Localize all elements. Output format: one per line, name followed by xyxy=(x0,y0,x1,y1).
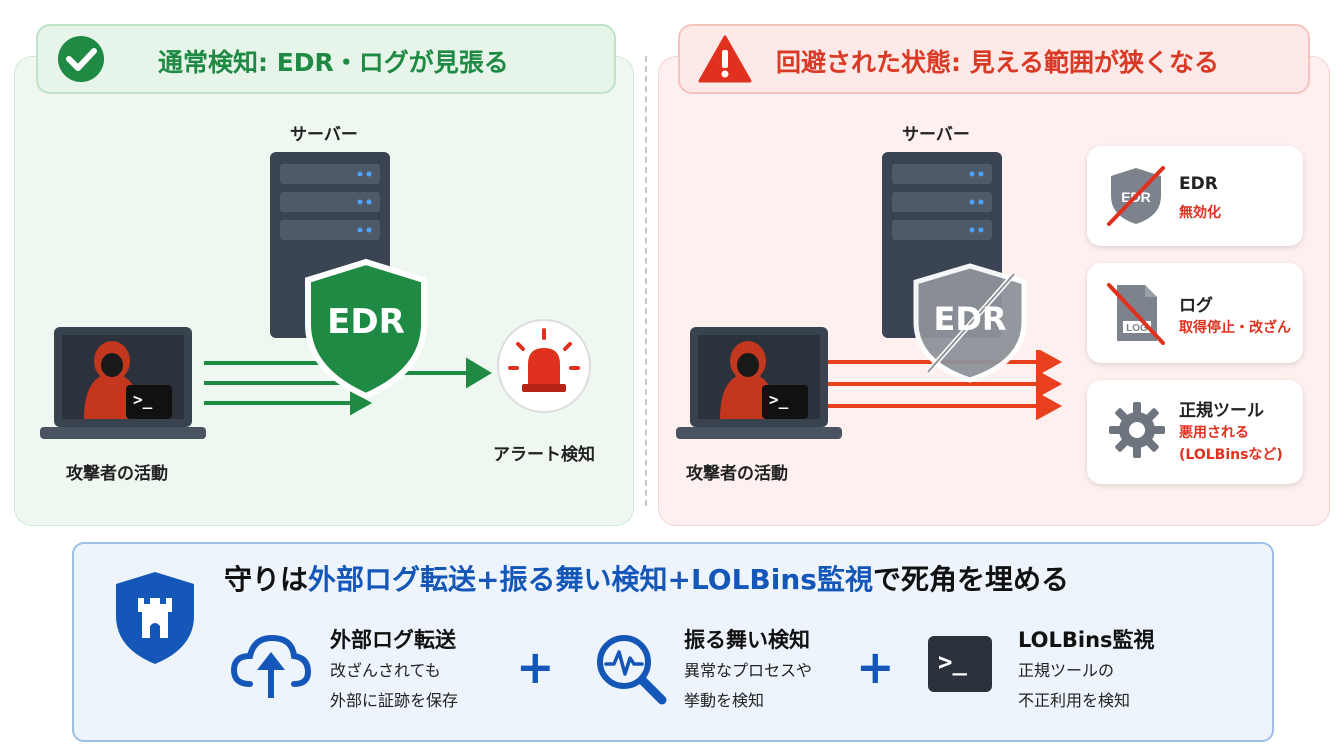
evaded-state-header: 回避された状態: 見える範囲が狭くなる xyxy=(678,24,1310,94)
legit-tool-card-example: (LOLBinsなど) xyxy=(1179,447,1283,463)
check-circle-icon xyxy=(58,36,104,82)
panel-divider xyxy=(645,56,647,506)
alert-siren-icon xyxy=(497,319,591,413)
external-log-forwarding-desc-2: 外部に証跡を保存 xyxy=(330,691,459,710)
cloud-upload-icon xyxy=(230,634,312,698)
disabled-edr-shield-icon xyxy=(913,263,1027,383)
terminal-icon: >_ xyxy=(928,636,992,692)
normal-detection-title: 通常検知: EDR・ログが見張る xyxy=(158,48,509,77)
edr-card-status: 無効化 xyxy=(1179,205,1221,221)
external-log-forwarding-desc-1: 改ざんされても xyxy=(330,661,441,680)
edr-shield-icon-left xyxy=(305,258,427,400)
behavior-detection-title: 振る舞い検知 xyxy=(684,628,810,652)
defense-title-prefix: 守りは xyxy=(224,563,309,596)
terminal-prompt-left: >_ xyxy=(133,390,153,409)
log-crossed-icon: LOG xyxy=(1107,283,1165,345)
alert-detection-label: アラート検知 xyxy=(493,445,595,465)
legit-tool-card-title: 正規ツール xyxy=(1179,401,1264,421)
legit-tool-card-status: 悪用される xyxy=(1179,425,1249,441)
log-card-status: 取得停止・改ざん xyxy=(1179,320,1291,336)
legit-tool-card: 正規ツール 悪用される (LOLBinsなど) xyxy=(1087,380,1303,484)
castle-shield-icon xyxy=(116,572,194,664)
attacker-label-right: 攻撃者の活動 xyxy=(686,464,788,484)
defense-summary-box: 守りは外部ログ転送+振る舞い検知+LOLBins監視で死角を埋める 外部ログ転送… xyxy=(72,542,1274,742)
log-icon-text: LOG xyxy=(1126,323,1148,334)
plus-sign-1: + xyxy=(516,640,555,694)
disabled-edr-shield-label: EDR xyxy=(933,300,1007,338)
external-log-forwarding-title: 外部ログ転送 xyxy=(330,628,456,652)
defense-title-suffix: で死角を埋める xyxy=(872,563,1069,596)
edr-shield-label-left: EDR xyxy=(327,302,405,342)
terminal-prompt-right: >_ xyxy=(769,390,789,409)
attacker-laptop-right xyxy=(676,327,842,439)
defense-summary-title: 守りは外部ログ転送+振る舞い検知+LOLBins監視で死角を埋める xyxy=(224,558,1069,598)
lolbins-monitoring-title: LOLBins監視 xyxy=(1018,628,1155,652)
attacker-laptop-left xyxy=(40,327,206,439)
evaded-state-title: 回避された状態: 見える範囲が狭くなる xyxy=(776,48,1219,77)
attacker-label-left: 攻撃者の活動 xyxy=(66,464,168,484)
shield-crossed-icon: EDR xyxy=(1107,166,1165,226)
normal-detection-header: 通常検知: EDR・ログが見張る xyxy=(36,24,616,94)
lolbins-monitoring-desc-1: 正規ツールの xyxy=(1018,661,1115,680)
plus-sign-2: + xyxy=(856,640,895,694)
log-card-title: ログ xyxy=(1179,296,1213,316)
server-label-left: サーバー xyxy=(290,125,358,145)
behavior-detection-desc-2: 挙動を検知 xyxy=(684,691,765,710)
warning-triangle-icon xyxy=(698,35,752,83)
lolbins-monitoring-desc-2: 不正利用を検知 xyxy=(1018,691,1131,710)
defense-title-highlight: 外部ログ転送+振る舞い検知+LOLBins監視 xyxy=(308,563,873,596)
server-label-right: サーバー xyxy=(902,125,970,145)
gear-icon xyxy=(1109,402,1165,458)
edr-card-title: EDR xyxy=(1179,174,1218,194)
magnifier-pulse-icon xyxy=(597,635,667,705)
edr-disabled-card: EDR EDR 無効化 xyxy=(1087,146,1303,246)
behavior-detection-desc-1: 異常なプロセスや xyxy=(684,661,813,680)
terminal-icon-prompt: >_ xyxy=(938,648,967,676)
log-tampered-card: LOG ログ 取得停止・改ざん xyxy=(1087,263,1303,363)
